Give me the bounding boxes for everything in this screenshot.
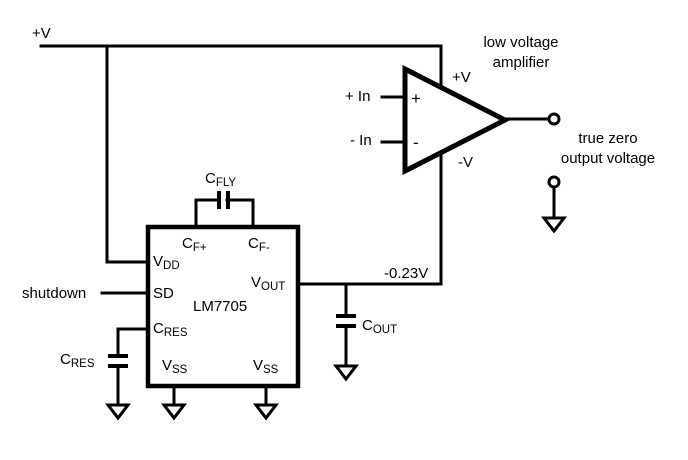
op-amp-plus-symbol: + xyxy=(411,89,421,108)
vdd-wire xyxy=(105,44,150,264)
pin-cres: CRES xyxy=(153,320,188,339)
pin-cf-minus: CF- xyxy=(248,235,270,254)
amp-neg-supply-label: -V xyxy=(458,154,473,171)
lm7705-chip xyxy=(145,224,301,389)
ground-icon xyxy=(332,364,360,382)
cfly-wire-left xyxy=(194,198,221,229)
shutdown-label: shutdown xyxy=(22,285,86,302)
minus-input-label: - In xyxy=(350,132,372,149)
amp-pos-supply-label: +V xyxy=(452,69,471,86)
cfly-wire-right xyxy=(225,198,255,229)
pin-vout: VOUT xyxy=(251,274,285,293)
ground-icon xyxy=(160,403,188,421)
cres-cap-label: CRES xyxy=(60,351,95,370)
pin-vss-2: VSS xyxy=(253,357,279,376)
pin-cf-plus: CF+ xyxy=(182,235,207,254)
supply-label: +V xyxy=(32,25,51,42)
op-amp-symbol xyxy=(402,64,511,176)
pin-vdd: VDD xyxy=(153,253,180,272)
amp-title-line2: amplifier xyxy=(493,54,550,71)
op-amp-minus-symbol: - xyxy=(413,133,419,152)
output-label-line1: true zero xyxy=(578,130,637,147)
pin-sd: SD xyxy=(153,285,174,302)
amp-title-line1: low voltage xyxy=(483,34,558,51)
cfly-label: CFLY xyxy=(205,170,236,189)
cres-wire-top xyxy=(116,327,150,358)
output-terminal xyxy=(547,112,561,126)
cout-label: COUT xyxy=(362,317,397,336)
ground-icon xyxy=(104,403,132,421)
output-label-line2: output voltage xyxy=(561,150,655,167)
ground-icon xyxy=(252,403,280,421)
chip-name: LM7705 xyxy=(193,298,247,315)
pin-vss-1: VSS xyxy=(162,357,188,376)
negative-rail-label: -0.23V xyxy=(384,265,428,282)
ground-icon xyxy=(540,216,568,234)
plus-input-label: + In xyxy=(345,88,370,105)
